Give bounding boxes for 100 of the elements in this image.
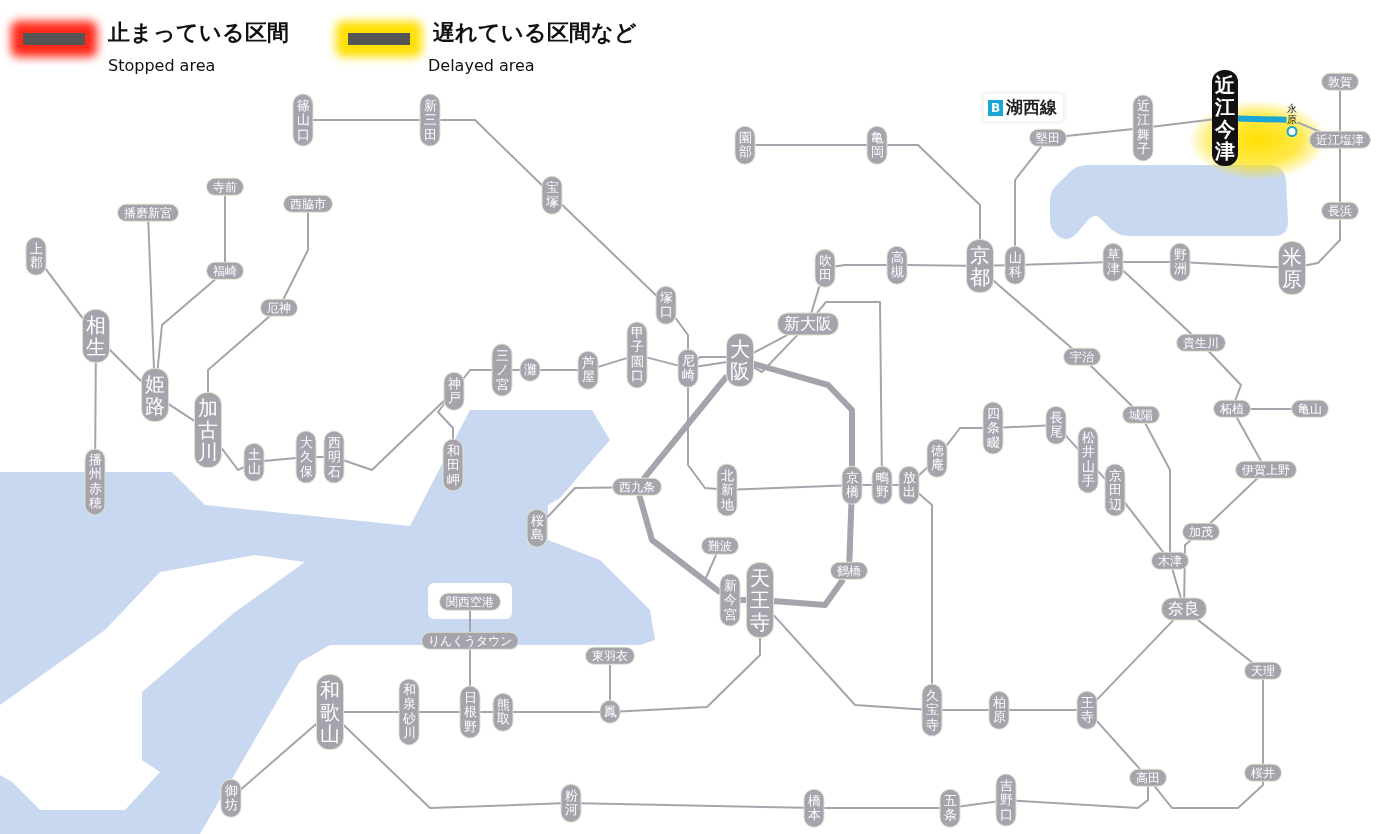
- rail-line: [417, 711, 462, 713]
- station-label: 近江塩津: [1310, 131, 1370, 149]
- station-label: 相生: [83, 310, 109, 362]
- station-label: 米原: [1279, 242, 1305, 294]
- rail-line: [1014, 785, 1149, 809]
- rail-line: [992, 278, 1074, 350]
- station-label: 芦屋: [578, 351, 598, 389]
- rail-line: [147, 220, 155, 370]
- rail-line: [1208, 477, 1259, 525]
- station-label: 西明石: [324, 431, 344, 483]
- rail-line: [1089, 364, 1134, 408]
- legend-text: 遅れている区間など: [433, 19, 637, 47]
- rail-line: [815, 301, 883, 468]
- rail-line: [1065, 128, 1135, 138]
- station-label: 放出: [899, 466, 919, 504]
- rail-line: [469, 648, 471, 688]
- station-label: 長尾: [1046, 406, 1066, 444]
- station-label: 鳳: [600, 700, 620, 724]
- station-label: 播州赤穂: [85, 449, 105, 515]
- station-label: 桜島: [527, 509, 547, 547]
- station-label: 新大阪: [778, 313, 838, 335]
- station-label: 西脇市: [284, 195, 332, 213]
- station-label: 三ノ宮: [492, 344, 512, 396]
- rail-line: [609, 663, 611, 702]
- rail-line: [1339, 89, 1341, 133]
- station-label: 亀山: [1292, 400, 1328, 418]
- rail-line: [1262, 678, 1264, 766]
- rail-line: [239, 722, 318, 791]
- rail-line: [917, 492, 933, 686]
- station-label: 敦賀: [1322, 73, 1358, 91]
- rail-line: [1121, 261, 1172, 263]
- rail-line: [1339, 147, 1341, 204]
- station-label: 和田岬: [443, 439, 463, 491]
- station-label: 京都: [967, 240, 993, 292]
- rail-line: [753, 144, 869, 146]
- rail-line: [342, 399, 446, 471]
- rail-line: [940, 709, 991, 711]
- station-label: 加茂: [1183, 523, 1219, 541]
- rail-line: [833, 264, 889, 268]
- station-label: 京橋: [842, 466, 862, 504]
- station-label: 野洲: [1170, 243, 1190, 281]
- rail-line: [1023, 261, 1105, 266]
- station-label: 播磨新宮: [118, 204, 178, 222]
- rail-line: [810, 285, 821, 315]
- station-label: 加古川: [195, 393, 221, 467]
- rail-line: [1064, 434, 1080, 451]
- station-label: 神戸: [444, 372, 464, 410]
- station-label: 難波: [702, 537, 738, 555]
- rail-line: [311, 119, 422, 121]
- legend-text: 止まっている区間: [108, 19, 289, 47]
- rail-line: [560, 203, 658, 297]
- station-label: 和歌山: [317, 675, 343, 749]
- station-label: 堅田: [1030, 129, 1066, 147]
- rail-line: [220, 446, 246, 471]
- station-label: 塚口: [656, 286, 676, 324]
- rail-line: [958, 800, 998, 808]
- station-name: 永原: [1287, 103, 1297, 125]
- rail-line: [752, 333, 799, 373]
- station-label: 大阪: [727, 334, 753, 386]
- rail-line: [1095, 618, 1175, 702]
- rail-line: [945, 427, 985, 447]
- station-label: 甲子園口: [627, 322, 647, 388]
- station-label: 長浜: [1322, 202, 1358, 220]
- station-label: 熊取: [493, 693, 513, 731]
- station-label: 尼崎: [678, 349, 698, 387]
- rail-line: [156, 278, 217, 370]
- station-label: 久宝寺: [922, 684, 942, 736]
- rail-line: [772, 613, 924, 711]
- station-label: 天王寺: [747, 563, 773, 637]
- rail-line: [438, 119, 544, 187]
- station-label: りんくうタウン: [422, 632, 518, 650]
- rail-line: [905, 264, 968, 267]
- station-label: 橋本: [804, 789, 824, 827]
- rail-line: [1171, 568, 1182, 600]
- rail-line: [1237, 115, 1287, 123]
- rail-line: [1196, 618, 1254, 664]
- rail-line: [1188, 261, 1280, 269]
- rail-line: [1249, 408, 1293, 410]
- station-label: 東羽衣: [586, 647, 634, 665]
- rail-line: [752, 360, 855, 467]
- station-label: 京田辺: [1105, 464, 1125, 516]
- rail-line: [1207, 350, 1242, 402]
- station-label: 土山: [244, 443, 264, 481]
- rail-line: [545, 486, 614, 519]
- rail-line: [1123, 501, 1165, 554]
- station-label: 亀岡: [867, 126, 887, 164]
- rail-line: [224, 194, 226, 264]
- station-label: 四条畷: [983, 402, 1003, 454]
- legend-subtext: Stopped area: [108, 56, 216, 75]
- rail-line: [342, 723, 563, 809]
- station-label: 上郡: [26, 237, 46, 275]
- rail-line: [469, 609, 471, 634]
- station-label: 吉野口: [996, 774, 1016, 826]
- rail-line: [687, 385, 719, 491]
- rail-line: [596, 356, 629, 369]
- station-label: 貴生川: [1177, 334, 1225, 352]
- station-label: 日根野: [460, 686, 480, 738]
- rail-line: [207, 315, 271, 394]
- rail-line: [579, 802, 806, 809]
- rail-line: [1235, 416, 1263, 463]
